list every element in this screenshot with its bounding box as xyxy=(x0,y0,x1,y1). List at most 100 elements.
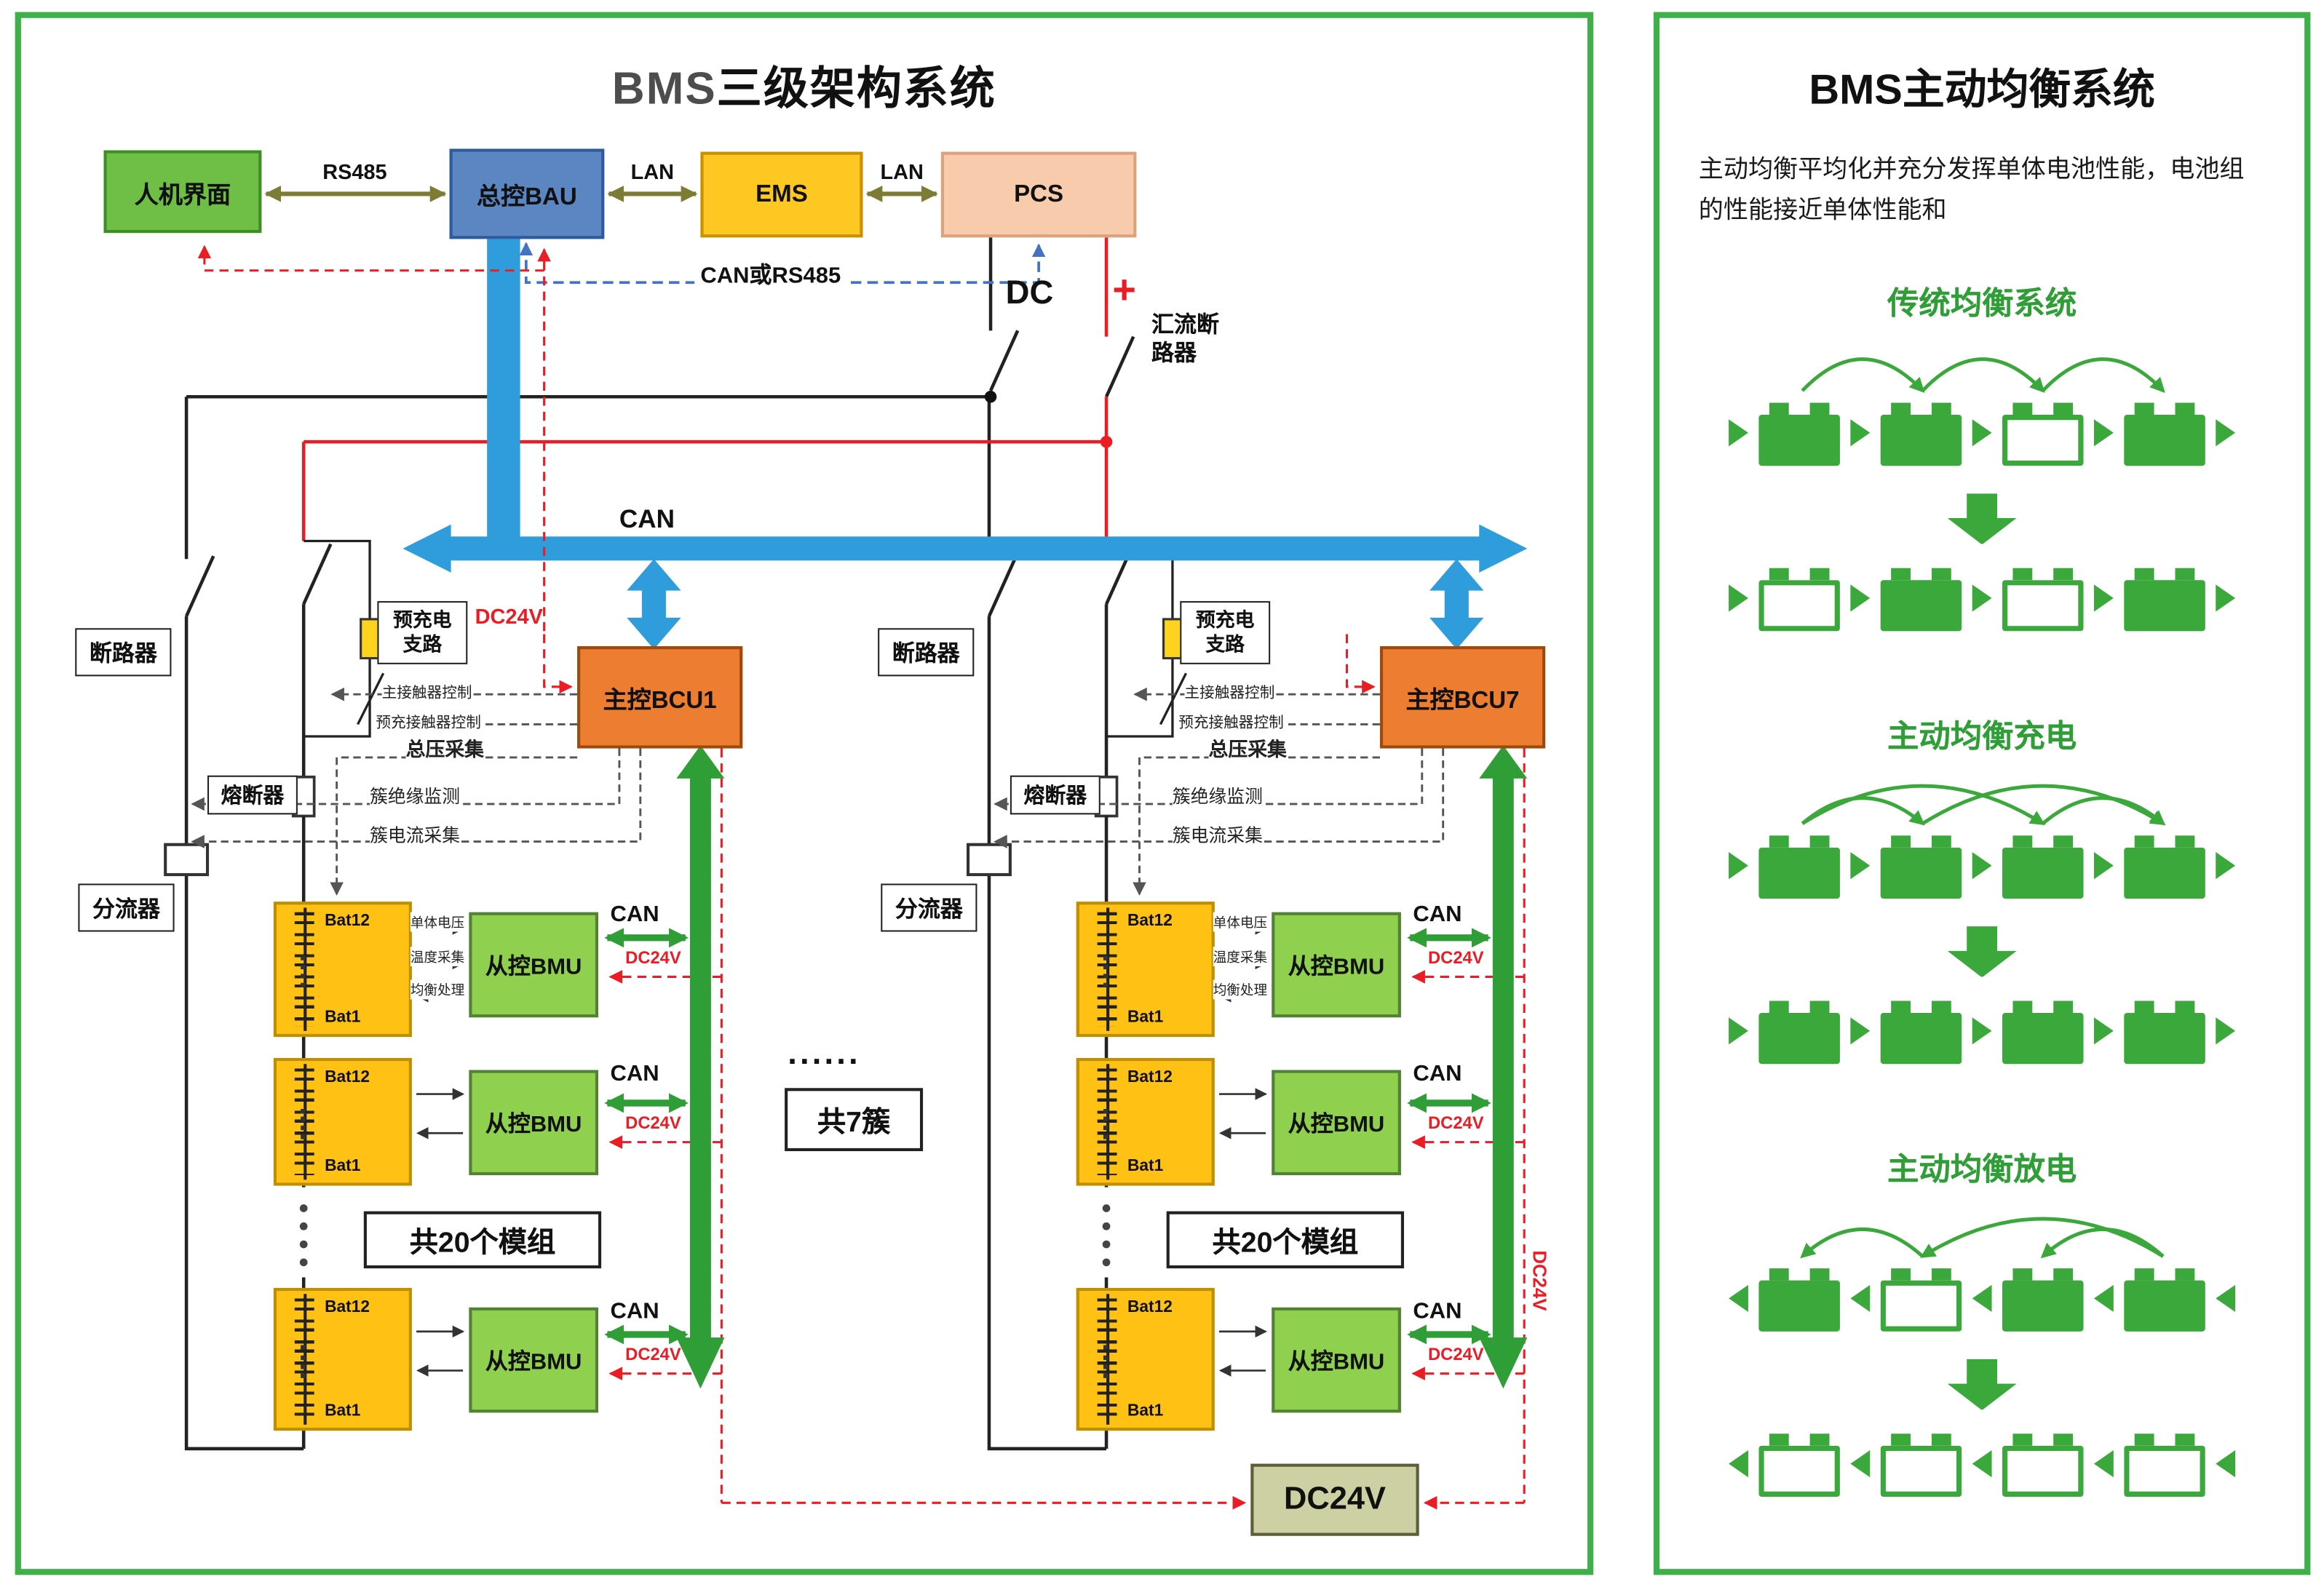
balance-figure xyxy=(1711,1200,2253,1338)
arrow-right-icon xyxy=(1729,585,1748,613)
precharge-branch-box: 预充电支路 xyxy=(1180,601,1271,664)
battery-cells-dots-icon xyxy=(301,1345,306,1379)
balance-figure-result xyxy=(1711,560,2253,637)
main-contactor-ctrl-label: 主接触器控制 xyxy=(381,679,472,702)
transfer-arcs xyxy=(1800,784,2165,827)
battery-icon xyxy=(2124,835,2205,899)
balance-label: 均衡处理 xyxy=(410,979,465,1000)
breaker-label-box: 断路器 xyxy=(878,628,975,677)
arrow-right-icon xyxy=(2093,1018,2114,1046)
arrow-right-icon xyxy=(2216,585,2236,613)
lan-label-1: LAN xyxy=(630,159,675,183)
arrow-right-icon xyxy=(2216,420,2236,448)
battery-icon xyxy=(2124,402,2205,466)
bmu-box-3: 从控BMU xyxy=(469,1307,598,1413)
battery-row xyxy=(1711,394,2253,472)
title-main: 三级架构系统 xyxy=(716,64,996,114)
pcs-box: PCS xyxy=(940,151,1137,238)
battery-icon xyxy=(2124,1001,2205,1065)
cluster-count-box: 共7簇 xyxy=(785,1088,924,1152)
battery-module-3: Bat12 Bat1 xyxy=(273,1287,412,1431)
can-bus xyxy=(402,239,1528,573)
cell-voltage-label: 单体电压 xyxy=(410,912,465,932)
rs485-label: RS485 xyxy=(322,159,387,183)
battery-empty-icon xyxy=(2124,1433,2205,1497)
battery-empty-icon xyxy=(1880,1433,1962,1497)
arrow-right-icon xyxy=(1729,852,1748,880)
section-title: 传统均衡系统 xyxy=(1887,287,2077,322)
bmu-box-2: 从控BMU xyxy=(469,1070,598,1176)
shunt-label-box: 分流器 xyxy=(78,883,175,932)
temp-acquire-label: 温度采集 xyxy=(1213,947,1268,966)
arrow-left-icon xyxy=(1850,1285,1871,1313)
arrow-left-icon xyxy=(2216,1285,2236,1313)
section-active-discharge: 主动均衡放电 xyxy=(1659,1146,2304,1504)
section-active-charge: 主动均衡充电 xyxy=(1659,713,2304,1071)
battery-empty-icon xyxy=(2002,568,2084,632)
arrow-right-icon xyxy=(1850,585,1871,613)
title-prefix: BMS xyxy=(611,64,717,114)
battery-icon xyxy=(1758,1001,1840,1065)
cell-voltage-label: 单体电压 xyxy=(1213,912,1268,932)
fuse-label-box: 熔断器 xyxy=(207,775,298,815)
balance-figure-result xyxy=(1711,1425,2253,1503)
section-traditional: 传统均衡系统 xyxy=(1659,280,2304,638)
arrow-right-icon xyxy=(1729,420,1748,448)
dc24v-top-label: DC24V xyxy=(475,604,543,629)
total-voltage-label: 总压采集 xyxy=(1208,733,1287,763)
battery-icon xyxy=(2124,1268,2205,1332)
arrow-right-icon xyxy=(2093,852,2114,880)
battery-cells-dots-icon xyxy=(1103,1109,1109,1139)
dc24v-vertical-label: DC24V xyxy=(1528,1250,1550,1311)
arrow-left-icon xyxy=(2093,1285,2114,1313)
breaker-label-box: 断路器 xyxy=(75,628,172,677)
battery-cells-dots-icon xyxy=(301,1109,306,1139)
battery-row xyxy=(1711,560,2253,637)
temp-acquire-label: 温度采集 xyxy=(410,947,465,966)
battery-empty-icon xyxy=(2002,1433,2084,1497)
dc24v-bmu-label-2: DC24V xyxy=(1428,1115,1484,1134)
arrow-left-icon xyxy=(2093,1450,2114,1479)
arrow-right-icon xyxy=(1972,420,1992,448)
battery-icon xyxy=(1880,1001,1962,1065)
ellipsis-label: ...... xyxy=(788,1033,861,1072)
section-title: 主动均衡充电 xyxy=(1887,720,2077,755)
lan-label-2: LAN xyxy=(880,159,924,183)
arrow-left-icon xyxy=(2216,1450,2236,1479)
down-arrow-icon xyxy=(1947,1359,2017,1411)
balance-figure-result xyxy=(1711,993,2253,1070)
arrow-right-icon xyxy=(1850,1018,1871,1046)
bmu-box-2: 从控BMU xyxy=(1272,1070,1401,1176)
hmi-box: 人机界面 xyxy=(103,150,262,234)
balance-figure xyxy=(1711,767,2253,905)
bmu-box-3: 从控BMU xyxy=(1272,1307,1401,1413)
battery-icon xyxy=(1758,402,1840,466)
left-panel-title: BMS三级架构系统 xyxy=(21,51,1587,117)
section-title: 主动均衡放电 xyxy=(1887,1153,2077,1188)
battery-icon xyxy=(2002,1001,2084,1065)
battery-icon xyxy=(1880,835,1962,899)
transfer-arcs xyxy=(1799,1217,2164,1260)
battery-row xyxy=(1711,1260,2253,1338)
cluster-count-label: 共7簇 xyxy=(817,1107,891,1139)
balance-figure xyxy=(1711,334,2253,472)
battery-empty-icon xyxy=(2002,402,2084,466)
battery-module-1: Bat12 Bat1 xyxy=(273,902,412,1038)
down-arrow-icon xyxy=(1947,493,2017,545)
insulation-label: 簇绝缘监测 xyxy=(370,783,461,809)
precharge-branch-box: 预充电支路 xyxy=(377,601,468,664)
ems-label: EMS xyxy=(756,180,808,207)
can-link-label-3: CAN xyxy=(1413,1298,1462,1324)
arrow-right-icon xyxy=(1850,852,1871,880)
battery-icon xyxy=(2002,835,2084,899)
cluster-current-label: 簇电流采集 xyxy=(370,822,461,848)
battery-module-2: Bat12 Bat1 xyxy=(1076,1057,1215,1186)
right-panel-title: BMS主动均衡系统 xyxy=(1809,65,2155,113)
battery-empty-icon xyxy=(1880,1268,1962,1332)
arrow-right-icon xyxy=(2093,585,2114,613)
battery-icon xyxy=(1758,835,1840,899)
right-panel-description: 主动均衡平均化并充分发挥单体电池性能，电池组的性能接近单体性能和 xyxy=(1698,156,2245,225)
battery-empty-icon xyxy=(1758,568,1840,632)
bmu-box-1: 从控BMU xyxy=(469,912,598,1018)
